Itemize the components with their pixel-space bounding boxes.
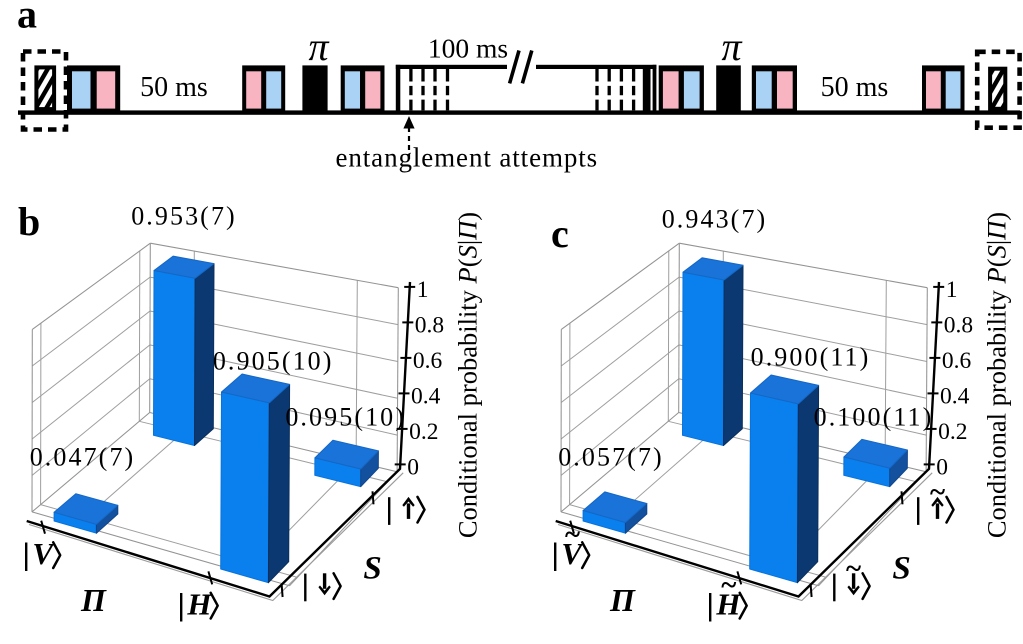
svg-text:0.2: 0.2 xyxy=(409,419,438,445)
svg-text:c: c xyxy=(551,211,569,256)
svg-text:~: ~ xyxy=(846,553,861,585)
svg-text:0.4: 0.4 xyxy=(940,383,970,409)
svg-text:0.8: 0.8 xyxy=(415,312,444,338)
svg-text:~: ~ xyxy=(565,519,580,551)
svg-text:S: S xyxy=(363,551,381,587)
svg-text:Π: Π xyxy=(609,582,636,618)
svg-text:0.057(7): 0.057(7) xyxy=(558,443,664,472)
svg-text:entanglement attempts: entanglement attempts xyxy=(336,143,599,173)
svg-text:0.943(7): 0.943(7) xyxy=(662,204,768,233)
svg-text:π: π xyxy=(309,24,330,69)
svg-text:0.905(10): 0.905(10) xyxy=(213,347,334,376)
svg-text:~: ~ xyxy=(930,476,945,508)
svg-text:1: 1 xyxy=(417,277,429,303)
svg-text:0.2: 0.2 xyxy=(938,419,967,445)
svg-text:a: a xyxy=(17,0,37,37)
svg-text:50 ms: 50 ms xyxy=(821,72,889,103)
svg-text:100 ms: 100 ms xyxy=(428,33,508,64)
svg-text:0.6: 0.6 xyxy=(413,348,443,374)
svg-text:0.4: 0.4 xyxy=(411,383,441,409)
svg-text:0.953(7): 0.953(7) xyxy=(131,202,237,231)
svg-text:~: ~ xyxy=(721,569,736,601)
svg-text:π: π xyxy=(722,24,743,69)
svg-text:V: V xyxy=(32,536,55,571)
svg-text:1: 1 xyxy=(946,277,958,303)
svg-text:0.100(11): 0.100(11) xyxy=(814,402,934,431)
svg-text:50 ms: 50 ms xyxy=(140,72,208,103)
svg-text:0: 0 xyxy=(407,454,419,480)
svg-text:0.047(7): 0.047(7) xyxy=(30,443,136,472)
svg-text:S: S xyxy=(892,551,910,587)
svg-text:b: b xyxy=(18,199,40,244)
svg-text:0.095(10): 0.095(10) xyxy=(285,402,406,431)
svg-text:Conditional probability P(S|Π): Conditional probability P(S|Π) xyxy=(982,212,1012,538)
svg-text:0.6: 0.6 xyxy=(942,348,972,374)
svg-text:Π: Π xyxy=(80,582,107,618)
svg-text:H: H xyxy=(186,587,212,622)
svg-text:0.8: 0.8 xyxy=(944,312,973,338)
svg-text:0.900(11): 0.900(11) xyxy=(751,342,871,371)
svg-text:Conditional probability P(S|Π): Conditional probability P(S|Π) xyxy=(453,212,483,538)
